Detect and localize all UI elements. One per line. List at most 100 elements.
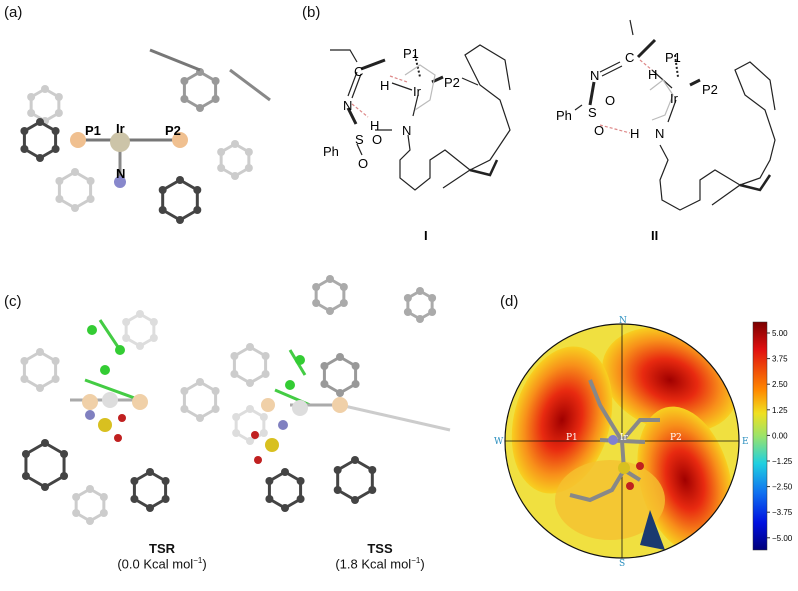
atom-label-ir: Ir [116, 121, 125, 136]
atom [86, 517, 94, 525]
tss-molecule [230, 275, 451, 512]
atom [51, 357, 60, 365]
structure-II-name: II [651, 228, 658, 243]
compass-e: E [742, 437, 749, 447]
tss-atom-c2 [295, 355, 305, 365]
map-atom-n [608, 435, 618, 445]
atom [193, 186, 202, 194]
II-atom-o1: O [605, 93, 615, 108]
I-atom-p2: P2 [444, 75, 460, 90]
atom [320, 362, 329, 370]
tss-atom-p2 [332, 397, 348, 413]
atom [281, 504, 289, 512]
colorbar [752, 321, 768, 551]
atom [428, 308, 437, 316]
tss-atom-o1 [254, 456, 262, 464]
atom [351, 362, 360, 370]
atom [27, 93, 36, 101]
atom [41, 439, 49, 447]
bond [339, 403, 451, 432]
atom [281, 468, 289, 476]
tsr-atom-s [98, 418, 112, 432]
atom [136, 342, 144, 350]
panel-a-molecule [20, 48, 271, 224]
atom-label-p2: P2 [165, 123, 181, 138]
I-atom-n2: N [402, 123, 411, 138]
atom [161, 495, 170, 503]
atom [351, 496, 359, 504]
atom [20, 357, 29, 365]
I-atom-n1: N [343, 98, 352, 113]
map-atom-label-p2: P2 [670, 433, 682, 443]
atom-label-n: N [116, 166, 125, 181]
I-atom-p1: P1 [403, 46, 419, 61]
II-atom-ph: Ph [556, 108, 572, 123]
atom-p1 [70, 132, 86, 148]
compass-w: W [494, 437, 504, 447]
colorbar-tick-label: −2.50 [772, 483, 793, 492]
tsr-energy: (0.0 Kcal mol [117, 556, 194, 572]
I-atom-h1: H [380, 78, 389, 93]
tsr-energy-sup: −1 [193, 556, 203, 565]
tss-atom-s [265, 438, 279, 452]
atom [51, 375, 60, 383]
I-atom-o2: O [358, 156, 368, 171]
atom-p2 [172, 132, 188, 148]
atom [333, 466, 342, 474]
II-atom-p2: P2 [702, 82, 718, 97]
atom [231, 172, 239, 180]
atom [217, 148, 226, 156]
atom [231, 140, 239, 148]
atom [196, 414, 204, 422]
atom [130, 495, 139, 503]
colorbar-tick-label: 2.50 [772, 380, 788, 389]
structure-II [574, 19, 776, 211]
atom [246, 437, 254, 445]
tsr-atom-c2 [115, 345, 125, 355]
atom [86, 485, 94, 493]
atom [180, 77, 189, 85]
atom [122, 334, 131, 342]
atom [27, 109, 36, 117]
atom [259, 429, 268, 437]
colorbar-tick-label: 3.75 [772, 355, 788, 364]
atom [193, 206, 202, 214]
tss-energy-sup: −1 [411, 556, 421, 565]
atom [211, 387, 220, 395]
atom [51, 145, 60, 153]
atom [296, 477, 305, 485]
atom [246, 379, 254, 387]
atom [196, 378, 204, 386]
atom [320, 380, 329, 388]
atom [351, 380, 360, 388]
atom [368, 466, 377, 474]
tss-atom-ir [292, 400, 308, 416]
atom [176, 216, 184, 224]
atom [36, 118, 44, 126]
atom [246, 343, 254, 351]
tss-energy: (1.8 Kcal mol [335, 556, 412, 572]
II-atom-o2: O [594, 123, 604, 138]
atom [136, 310, 144, 318]
atom [339, 299, 348, 307]
map-atom-o2 [626, 482, 634, 490]
tsr-energy-close: ) [202, 556, 207, 572]
tsr-caption: TSR (0.0 Kcal mol−1) [82, 541, 242, 571]
atom [211, 77, 220, 85]
II-atom-n2: N [655, 126, 664, 141]
II-atom-s: S [588, 105, 597, 120]
II-atom-n1: N [590, 68, 599, 83]
tsr-atom-ir [102, 392, 118, 408]
bond [98, 319, 122, 351]
atom [336, 353, 344, 361]
panel-a-label: (a) [4, 4, 23, 21]
tss-atom-p1 [261, 398, 275, 412]
atom [158, 186, 167, 194]
tsr-atom-o1 [118, 414, 126, 422]
atom [244, 164, 253, 172]
compass-s: S [619, 559, 625, 569]
atom [86, 177, 95, 185]
atom [180, 387, 189, 395]
atom [72, 509, 81, 517]
